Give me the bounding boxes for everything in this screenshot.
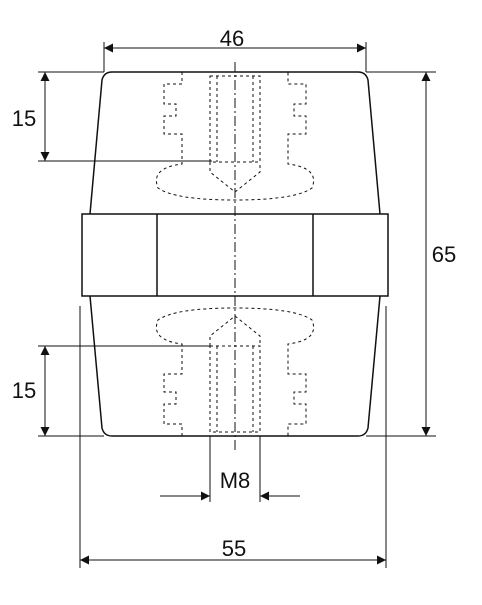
lower-insert-hidden — [156, 307, 314, 436]
upper-insert-hidden — [156, 72, 314, 201]
top-depth-label: 15 — [12, 106, 36, 131]
bottom-width-label: 55 — [222, 536, 246, 561]
bottom-depth-label: 15 — [12, 378, 36, 403]
height-label: 65 — [432, 242, 456, 267]
thread-label: M8 — [220, 468, 251, 493]
top-width-label: 46 — [220, 26, 244, 51]
